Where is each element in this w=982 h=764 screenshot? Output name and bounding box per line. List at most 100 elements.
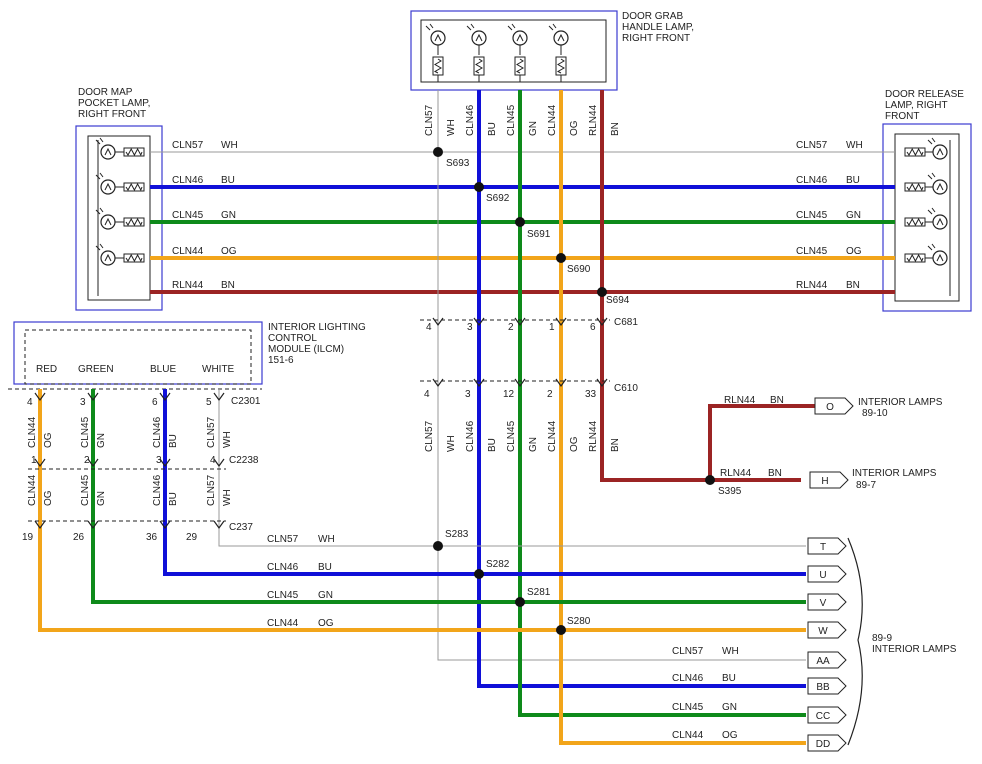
wire-v-cln46 <box>477 90 806 688</box>
map-resistor-3-zigzag-icon <box>125 217 143 227</box>
splice-label-s395: S395 <box>718 486 742 497</box>
c610-pin-marker <box>555 378 567 388</box>
map-lamp-symbols <box>95 137 145 296</box>
ilcm-wire-color-label-2: WH <box>222 489 233 506</box>
filament-icon <box>104 253 112 262</box>
map-title-line-3: RIGHT FRONT <box>78 109 146 120</box>
dest-h-line-2: 89-7 <box>856 480 876 491</box>
wire-v-cln57 <box>437 90 806 661</box>
ilcm-wire-circuit-label: CLN46 <box>152 416 163 448</box>
ilcm-h-circuit-label: CLN45 <box>267 590 299 601</box>
c237-pin-marker <box>213 520 225 530</box>
dest-group-0-letter: T <box>820 542 826 553</box>
bulb-icon <box>932 144 948 160</box>
light-rays-icon <box>95 137 104 145</box>
lower-wire-circuit-label: RLN44 <box>588 420 599 452</box>
wire-v-cln45 <box>518 90 806 717</box>
bulb-icon <box>932 214 948 230</box>
release-wire-color-label: OG <box>846 246 862 257</box>
wire-v-cln44 <box>559 90 806 745</box>
release-lamp-2-icon <box>927 172 948 195</box>
bulb-icon <box>553 30 569 46</box>
grab-lamp-1-icon <box>425 23 446 46</box>
lower-right-color-label: OG <box>722 730 738 741</box>
c2238-pin-label: 1 <box>31 455 37 466</box>
grab-lamp-4-icon <box>548 23 569 46</box>
grab-wire-circuit-label: CLN45 <box>506 104 517 136</box>
ilcm-h-circuit-label: CLN44 <box>267 618 299 629</box>
ilcm-title-line-2: CONTROL <box>268 333 317 344</box>
map-wire-circuit-label: CLN57 <box>172 140 204 151</box>
rln-branch-color-label: BN <box>770 395 784 406</box>
release-wire-circuit-label: CLN46 <box>796 175 828 186</box>
map-resistor-1-zigzag-icon <box>125 147 143 157</box>
light-rays-icon <box>95 172 104 180</box>
filament-icon <box>104 182 112 191</box>
grab-resistor-3-zigzag-icon <box>515 58 524 74</box>
light-rays-icon <box>548 23 557 31</box>
lower-right-circuit-label: CLN46 <box>672 673 704 684</box>
dest-group-line-2: INTERIOR LAMPS <box>872 644 957 655</box>
c610-pin-label: 2 <box>547 389 553 400</box>
c681-pin-label: 1 <box>549 322 555 333</box>
ilcm-wire-circuit-label-2: CLN44 <box>27 474 38 506</box>
light-rays-icon <box>95 207 104 215</box>
bulb-icon <box>471 30 487 46</box>
ilcm-wire-circuit-label: CLN57 <box>206 416 217 448</box>
lower-wire-color-label: BN <box>610 438 621 452</box>
wire-v-rln44 <box>600 90 801 482</box>
dest-o-line-2: 89-10 <box>862 408 888 419</box>
ilcm-wire-color-label: OG <box>43 432 54 448</box>
dest-group-2-letter: V <box>820 598 827 609</box>
dest-group-1-arrow <box>807 565 847 583</box>
grab-wire-color-label: BN <box>610 122 621 136</box>
grab-resistor-4-zigzag-icon <box>556 58 565 74</box>
bulb-icon <box>100 179 116 195</box>
c681-pin-label: 4 <box>426 322 432 333</box>
ilcm-pin-white: WHITE <box>202 364 235 375</box>
c681-pin-marker <box>514 317 526 327</box>
dest-o-line-1: INTERIOR LAMPS <box>858 397 943 408</box>
ilcm-wire-circuit-label-2: CLN46 <box>152 474 163 506</box>
c2301-pin-marker <box>87 392 99 402</box>
light-rays-icon <box>927 172 936 180</box>
splice-dot <box>474 569 484 579</box>
release-lamp-1-icon <box>927 137 948 160</box>
c681-pin-marker <box>473 317 485 327</box>
ilcm-wire-color-label-2: GN <box>96 491 107 506</box>
release-resistor-4-zigzag-icon <box>906 253 924 263</box>
dest-group-2-arrow <box>807 593 847 611</box>
door-release-lamp: DOOR RELEASE LAMP, RIGHT FRONT <box>882 89 972 312</box>
splice-dot <box>474 182 484 192</box>
dest-group-7-letter: DD <box>816 739 830 750</box>
filament-icon <box>516 33 524 42</box>
splice-dot <box>433 541 443 551</box>
c2238-pin-marker <box>159 458 171 468</box>
c681-pin-label: 2 <box>508 322 514 333</box>
grab-wire-circuit-label: CLN44 <box>547 104 558 136</box>
ilcm-module: INTERIOR LIGHTING CONTROL MODULE (ILCM) … <box>8 321 366 390</box>
connector-c681-label: C681 <box>614 317 638 328</box>
ilcm-pin-blue: BLUE <box>150 364 176 375</box>
filament-icon <box>104 217 112 226</box>
ilcm-h-color-label: BU <box>318 562 332 573</box>
rln-h-color-label: BN <box>768 468 782 479</box>
light-rays-icon <box>927 243 936 251</box>
light-rays-icon <box>507 23 516 31</box>
c237-pin-label: 26 <box>73 532 85 543</box>
c237-pin-label: 19 <box>22 532 34 543</box>
grab-wire-circuit-label: RLN44 <box>588 104 599 136</box>
c2238-pin-label: 2 <box>84 455 90 466</box>
map-wire-color-label: BU <box>221 175 235 186</box>
c2238-pin-marker <box>87 458 99 468</box>
c610-pin-marker <box>432 378 444 388</box>
map-title-line-1: DOOR MAP <box>78 87 133 98</box>
ilcm-wire-circuit-label-2: CLN57 <box>206 474 217 506</box>
bulb-icon <box>932 179 948 195</box>
splice-label-s691: S691 <box>527 229 551 240</box>
splice-dot <box>705 475 715 485</box>
bulb-icon <box>100 144 116 160</box>
ilcm-title-line-4: 151-6 <box>268 355 294 366</box>
lower-wire-color-label: OG <box>569 436 580 452</box>
release-wire-circuit-label: CLN45 <box>796 210 828 221</box>
